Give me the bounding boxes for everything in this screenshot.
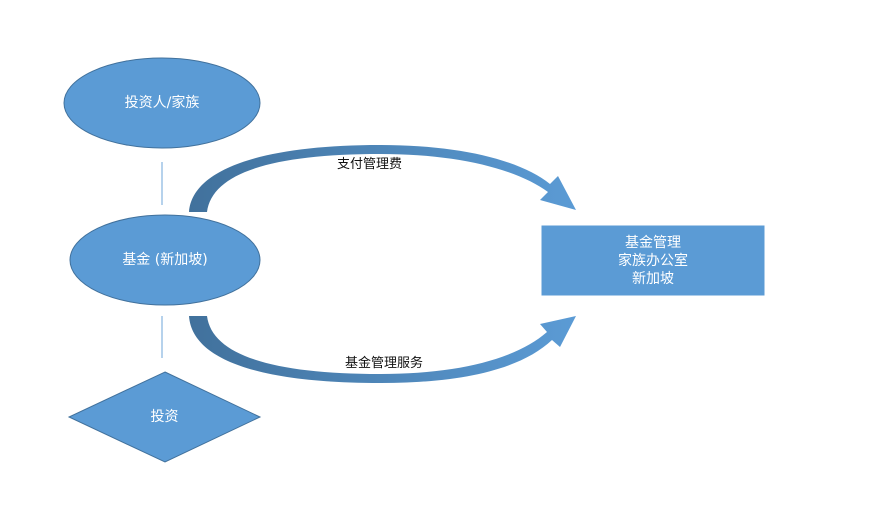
investment-node [67,371,262,463]
investor-node [63,57,261,149]
pay-fee-arrow [189,145,576,212]
service-label: 基金管理服务 [345,356,424,371]
pay-fee-label: 支付管理费 [337,157,403,172]
service-arrow [189,316,576,383]
fund-node [69,214,261,306]
manager-node [541,225,765,296]
